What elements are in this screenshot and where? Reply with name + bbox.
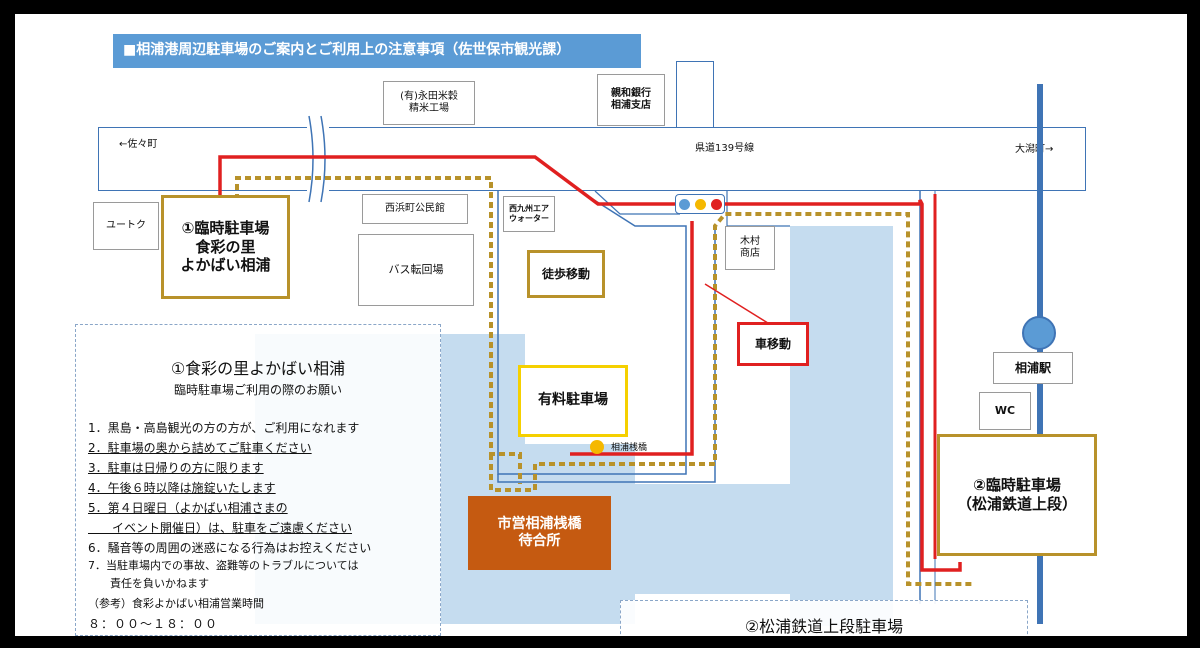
walk-legend: 徒歩移動 [527, 250, 605, 298]
car-route [218, 155, 962, 572]
signal-yellow-icon [694, 198, 706, 210]
car-legend: 車移動 [737, 322, 809, 366]
notice2-heading: ②松浦鉄道上段駐車場 [744, 617, 904, 636]
opening-hours-label: （参考）食彩よかばい相浦営業時間 [88, 597, 264, 610]
prefectural-road [98, 127, 1086, 191]
opening-hours: ８：００～１８：００ [88, 617, 219, 631]
temporary-parking-1[interactable]: ①臨時駐車場 食彩の里 よかばい相浦 [161, 195, 290, 299]
nagata-rice-mill: (有)永田米穀 精米工場 [383, 81, 475, 125]
notice-item: 責任を負いかねます [88, 577, 209, 590]
road-break-lines [308, 115, 326, 203]
notice-item: 7．当駐車場内での事故、盗難等のトラブルについては [88, 559, 359, 572]
yutoku-shop: ユートク [93, 202, 159, 250]
ainoura-station: 相浦駅 [993, 352, 1073, 384]
nishihama-hall: 西浜町公民館 [362, 194, 468, 224]
traffic-light [675, 194, 725, 214]
sea-area [630, 484, 800, 594]
paid-parking[interactable]: 有料駐車場 [518, 365, 628, 437]
notice-item: 5．第４日曜日（よかばい相浦さまの [88, 501, 288, 515]
notice-panel: ①食彩の里よかばい相浦 臨時駐車場ご利用の際のお願い 1．黒島・高島観光の方の方… [75, 324, 441, 636]
station-marker-icon [1022, 316, 1056, 350]
notice-item: 4．午後６時以降は施錠いたします [88, 481, 276, 495]
signal-blue-icon [678, 198, 690, 210]
side-street [676, 61, 714, 127]
notice-item: 1．黒島・高島観光の方の方が、ご利用になれます [88, 421, 360, 435]
pier-label: 相浦桟橋 [611, 443, 648, 453]
map-canvas: ←佐々町 県道139号線 大潟町→ ■相浦港周辺駐車場のご案内とご利用上の注意事… [15, 14, 1187, 636]
map-title: ■相浦港周辺駐車場のご案内とご利用上の注意事項（佐世保市観光課） [113, 34, 641, 68]
signal-red-icon [710, 198, 722, 210]
notice-heading: ①食彩の里よかばい相浦 [170, 359, 346, 378]
notice-panel-2: ②松浦鉄道上段駐車場 [620, 600, 1028, 636]
road-left-direction: ←佐々町 [119, 139, 158, 150]
shinwa-bank: 親和銀行 相浦支店 [597, 74, 665, 126]
kimura-shop: 木村 商店 [725, 226, 775, 270]
notice-item: イベント開催日）は、駐車をご遠慮ください [88, 521, 353, 535]
road-right-direction: 大潟町→ [1015, 144, 1054, 155]
bus-turnaround: バス転回場 [358, 234, 474, 306]
temporary-parking-2[interactable]: ②臨時駐車場 （松浦鉄道上段） [937, 434, 1097, 556]
nishikyushu-air-water: 西九州エア ウォーター [503, 196, 555, 232]
notice-item: 2．駐車場の奥から詰めてご駐車ください [88, 441, 312, 455]
pier-marker-icon [590, 440, 604, 454]
notice-item: 6．騒音等の周囲の迷惑になる行為はお控えください [88, 541, 372, 555]
sea-area [790, 226, 893, 626]
notice-subheading: 臨時駐車場ご利用の際のお願い [173, 383, 342, 397]
notice-item: 3．駐車は日帰りの方に限ります [88, 461, 264, 475]
road-name: 県道139号線 [695, 143, 755, 154]
municipal-pier-terminal[interactable]: 市営相浦桟橋 待合所 [468, 496, 611, 570]
walking-route [235, 176, 975, 586]
wc: WC [979, 392, 1031, 430]
